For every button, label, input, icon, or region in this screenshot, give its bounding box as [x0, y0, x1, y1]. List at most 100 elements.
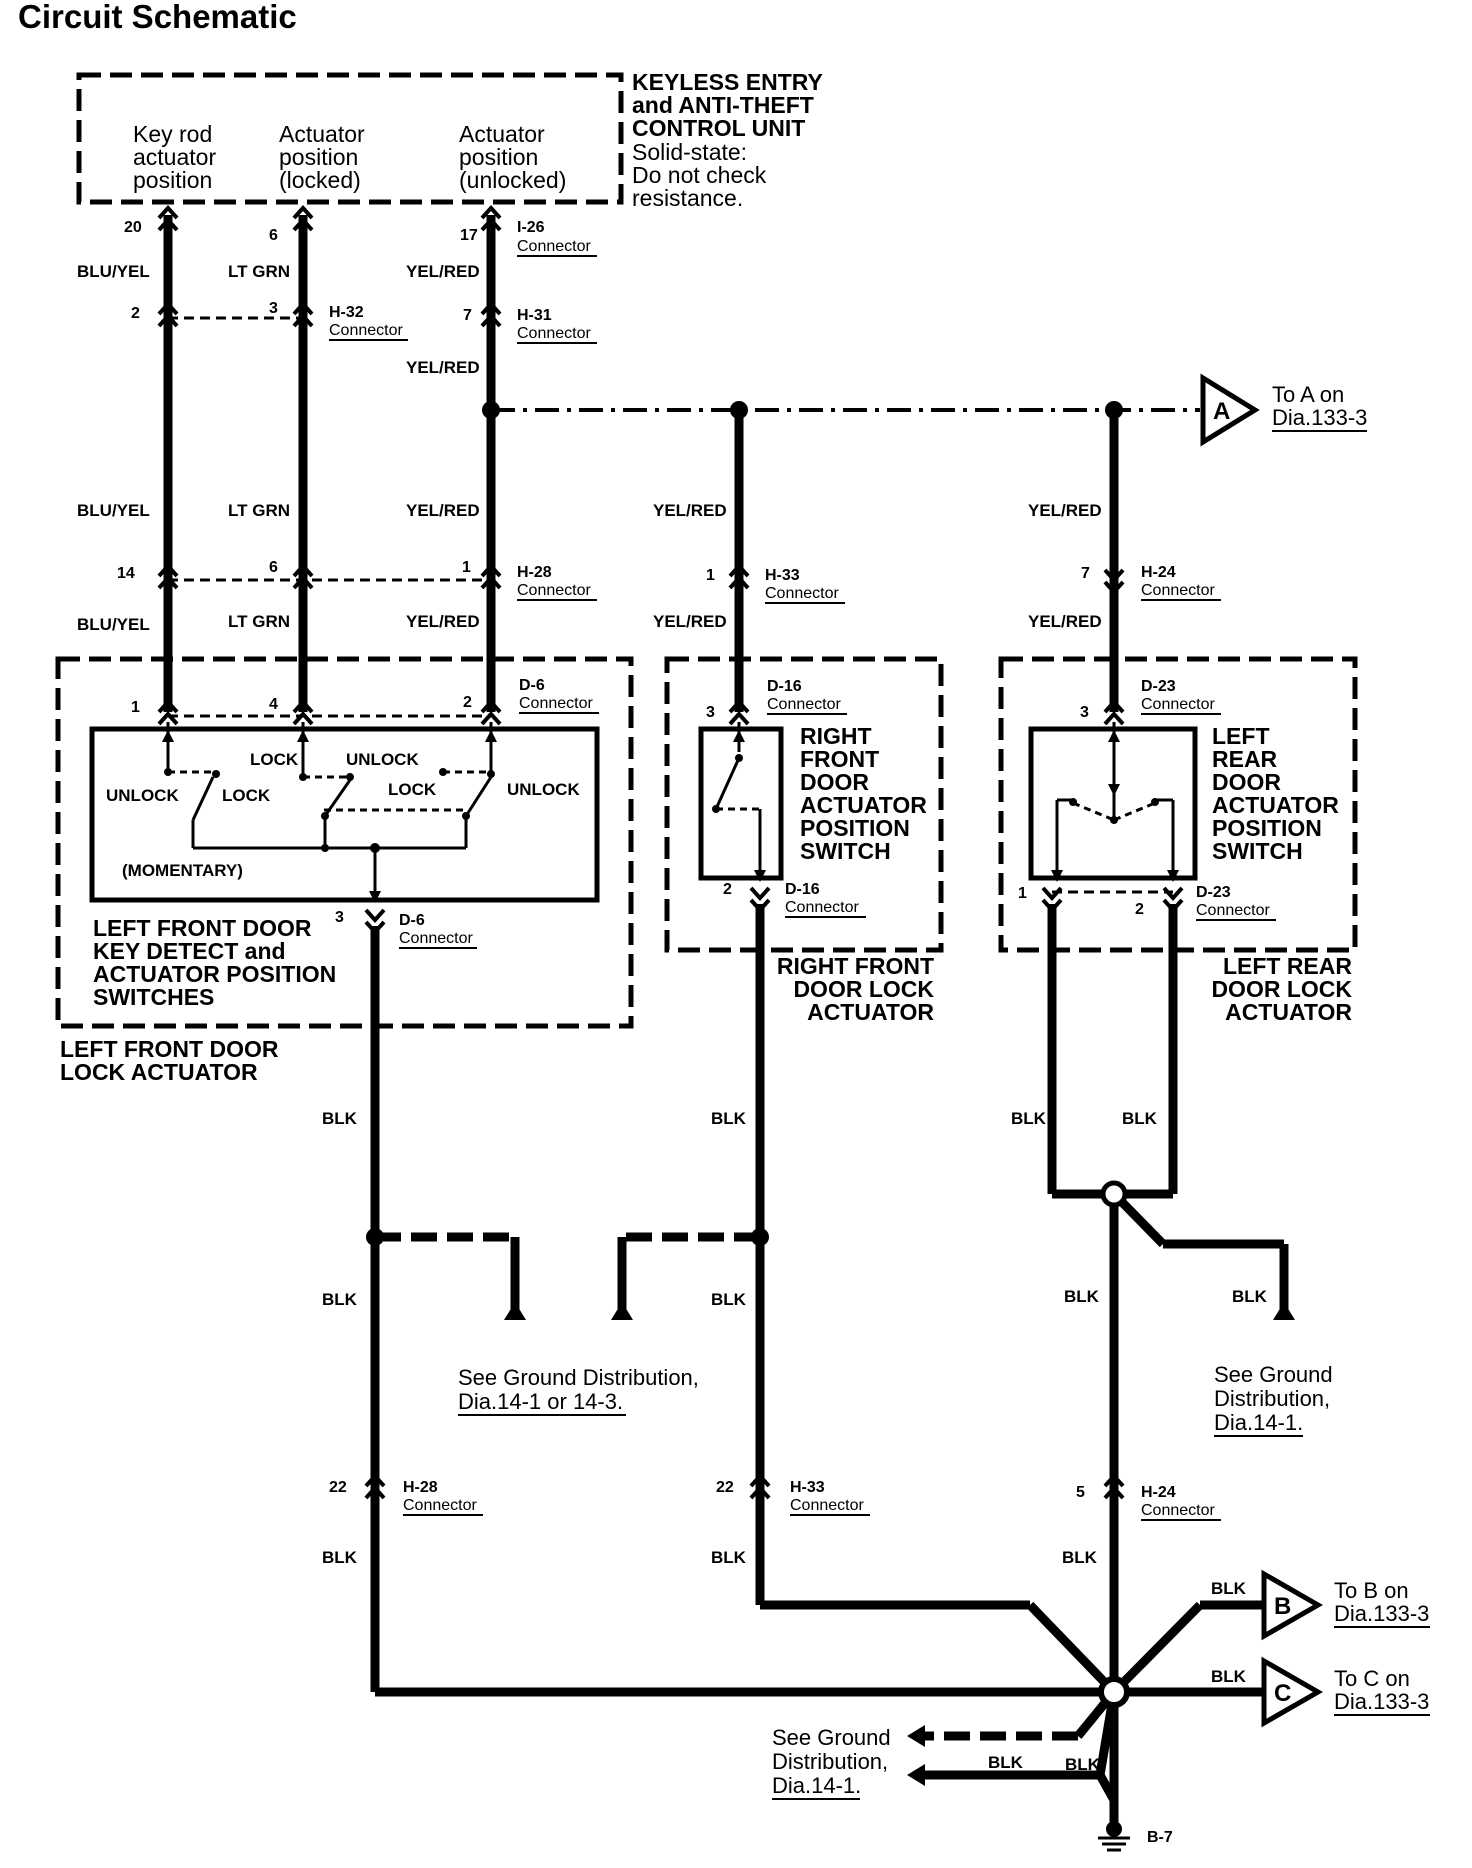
svg-text:See Ground Distribution,: See Ground Distribution,	[458, 1365, 699, 1390]
svg-text:D-23: D-23	[1196, 884, 1231, 901]
lf-actuator-box	[55, 656, 634, 1029]
offpage-c-ref: To C on Dia.133-3	[1334, 1666, 1430, 1716]
connector-d23-bottom: 1 2 D-23 Connector	[1018, 884, 1276, 921]
svg-text:Connector: Connector	[1141, 1502, 1215, 1519]
svg-text:2: 2	[131, 305, 140, 322]
svg-text:3: 3	[269, 300, 278, 317]
ground-ref-3: See Ground Distribution, Dia.14-1.	[772, 1725, 891, 1800]
svg-text:3: 3	[335, 909, 344, 926]
svg-text:Connector: Connector	[519, 695, 593, 712]
splice-dot	[366, 1228, 384, 1246]
lf-switch-labels: UNLOCK LOCK LOCK UNLOCK LOCK UNLOCK (MOM…	[106, 750, 580, 880]
svg-text:H-28: H-28	[403, 1479, 438, 1496]
svg-text:6: 6	[269, 559, 278, 576]
svg-text:Dia.133-3: Dia.133-3	[1334, 1689, 1429, 1714]
svg-text:H-33: H-33	[790, 1479, 825, 1496]
svg-text:YEL/RED: YEL/RED	[1028, 501, 1102, 520]
lf-switches-label: LEFT FRONT DOOR KEY DETECT and ACTUATOR …	[93, 915, 336, 1010]
svg-text:ACTUATOR POSITION: ACTUATOR POSITION	[93, 961, 336, 987]
svg-text:Connector: Connector	[767, 696, 841, 713]
svg-text:REAR: REAR	[1212, 746, 1278, 772]
svg-text:BLK: BLK	[711, 1548, 747, 1567]
wires-top	[163, 215, 1119, 712]
connector-d16-top: 3 D-16 Connector	[706, 678, 847, 726]
svg-text:LOCK: LOCK	[222, 786, 271, 805]
svg-text:Key rod: Key rod	[133, 121, 212, 147]
svg-text:DOOR: DOOR	[800, 769, 869, 795]
svg-text:BLK: BLK	[322, 1290, 358, 1309]
svg-text:position: position	[459, 144, 538, 170]
control-unit-input-locked: Actuator position (locked)	[279, 121, 365, 193]
svg-text:H-33: H-33	[765, 567, 800, 584]
svg-text:D-16: D-16	[785, 881, 820, 898]
offpage-a-letter: A	[1213, 398, 1230, 425]
connector-h33-top: 1 H-33 Connector	[706, 564, 845, 604]
svg-text:BLK: BLK	[1062, 1548, 1098, 1567]
svg-text:CONTROL UNIT: CONTROL UNIT	[632, 115, 805, 141]
svg-text:3: 3	[1080, 704, 1089, 721]
rf-actuator-box	[664, 656, 944, 953]
svg-text:Dia.14-1.: Dia.14-1.	[1214, 1410, 1303, 1435]
ground-ref-1: See Ground Distribution, Dia.14-1 or 14-…	[458, 1365, 699, 1416]
svg-text:D-6: D-6	[399, 912, 425, 929]
svg-text:22: 22	[329, 1479, 347, 1496]
svg-text:BLK: BLK	[1065, 1755, 1101, 1774]
svg-text:Actuator: Actuator	[279, 121, 365, 147]
control-unit-label: KEYLESS ENTRY and ANTI-THEFT CONTROL UNI…	[632, 69, 823, 211]
splice-dot	[730, 401, 748, 419]
svg-text:resistance.: resistance.	[632, 185, 743, 211]
svg-text:1: 1	[1018, 885, 1027, 902]
svg-text:Dia.133-3: Dia.133-3	[1272, 405, 1367, 430]
svg-text:YEL/RED: YEL/RED	[653, 501, 727, 520]
svg-text:4: 4	[269, 696, 278, 713]
ground-arrows	[504, 1302, 1295, 1320]
svg-text:1: 1	[462, 559, 471, 576]
svg-text:2: 2	[463, 694, 472, 711]
rf-switch-label: RIGHT FRONT DOOR ACTUATOR POSITION SWITC…	[800, 723, 927, 864]
svg-text:KEY DETECT and: KEY DETECT and	[93, 938, 286, 964]
connector-d6-bottom: 3 D-6 Connector	[335, 908, 477, 949]
svg-text:Connector: Connector	[403, 1497, 477, 1514]
svg-text:UNLOCK: UNLOCK	[106, 786, 179, 805]
svg-text:BLK: BLK	[711, 1109, 747, 1128]
svg-text:LT GRN: LT GRN	[228, 262, 290, 281]
svg-text:BLK: BLK	[1011, 1109, 1047, 1128]
svg-text:BLK: BLK	[1211, 1579, 1247, 1598]
svg-text:ACTUATOR: ACTUATOR	[807, 999, 934, 1025]
svg-text:1: 1	[706, 567, 715, 584]
offpage-connector-a	[1200, 373, 1260, 447]
svg-text:H-24: H-24	[1141, 1484, 1176, 1501]
svg-text:Connector: Connector	[1141, 582, 1215, 599]
svg-text:Connector: Connector	[517, 238, 591, 255]
svg-text:To A on: To A on	[1272, 382, 1344, 407]
svg-text:Connector: Connector	[790, 1497, 864, 1514]
ground-branches	[375, 1232, 1118, 1803]
svg-text:D-16: D-16	[767, 678, 802, 695]
svg-text:20: 20	[124, 219, 142, 236]
svg-text:YEL/RED: YEL/RED	[406, 501, 480, 520]
svg-text:Distribution,: Distribution,	[1214, 1386, 1330, 1411]
svg-text:BLK: BLK	[1211, 1667, 1247, 1686]
page-title: Circuit Schematic	[18, 0, 297, 35]
svg-text:position: position	[279, 144, 358, 170]
wire-labels-row2: BLU/YEL LT GRN YEL/RED YEL/RED YEL/RED	[77, 501, 1102, 520]
svg-text:DOOR LOCK: DOOR LOCK	[793, 976, 934, 1002]
svg-text:DOOR: DOOR	[1212, 769, 1281, 795]
svg-text:UNLOCK: UNLOCK	[346, 750, 419, 769]
svg-text:H-32: H-32	[329, 304, 364, 321]
svg-text:Dia.14-1.: Dia.14-1.	[772, 1773, 861, 1798]
svg-text:ACTUATOR: ACTUATOR	[800, 792, 927, 818]
svg-text:See Ground: See Ground	[772, 1725, 891, 1750]
svg-text:BLU/YEL: BLU/YEL	[77, 262, 150, 281]
control-unit-input-keyrod: Key rod actuator position	[133, 121, 216, 193]
svg-text:To B on: To B on	[1334, 1578, 1409, 1603]
connector-d23-top: 3 D-23 Connector	[1080, 678, 1221, 726]
svg-text:LEFT FRONT DOOR: LEFT FRONT DOOR	[93, 915, 312, 941]
svg-text:H-24: H-24	[1141, 564, 1176, 581]
connector-h24-bottom: 5 H-24 Connector	[1076, 1474, 1221, 1521]
svg-text:BLK: BLK	[1232, 1287, 1268, 1306]
svg-text:Actuator: Actuator	[459, 121, 545, 147]
svg-text:Dia.14-1 or 14-3.: Dia.14-1 or 14-3.	[458, 1389, 623, 1414]
svg-text:2: 2	[1135, 901, 1144, 918]
svg-text:DOOR LOCK: DOOR LOCK	[1211, 976, 1352, 1002]
